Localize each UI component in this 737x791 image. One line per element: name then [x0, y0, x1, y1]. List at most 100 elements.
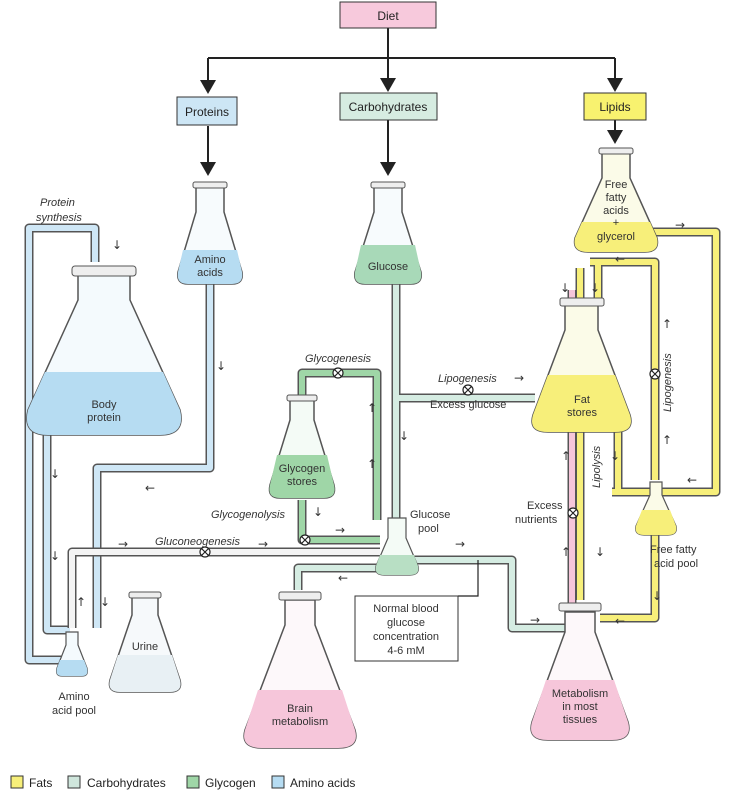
gluconeogenesis-label: Gluconeogenesis [155, 536, 241, 548]
fat-pipes [575, 227, 721, 623]
glycogen-stores-label-1: Glycogen [279, 463, 325, 475]
svg-text:↓: ↓ [652, 589, 662, 603]
fat-stores-label-2: stores [567, 407, 597, 419]
glucose-pool-label-2: pool [418, 523, 439, 535]
svg-text:↑: ↑ [561, 545, 571, 559]
diet-box: Diet [339, 1, 437, 29]
proteins-box: Proteins [176, 96, 238, 126]
glucose-flask: Glucose [353, 181, 423, 285]
carbohydrates-box: Carbohydrates [339, 92, 438, 121]
svg-text:↑: ↑ [662, 433, 672, 447]
process-labels: Protein synthesis Glycogenesis Glycogeno… [36, 197, 674, 548]
excess-nutrients-label-2: nutrients [515, 514, 558, 526]
legend-swatch-carbohydrates [67, 775, 81, 789]
lipolysis-label: Lipolysis [591, 445, 603, 488]
svg-text:←: ← [615, 614, 625, 628]
valve-icons [199, 367, 661, 558]
amino-acid-pool-flask: Amino acid pool [52, 631, 96, 717]
svg-text:↓: ↓ [313, 505, 323, 519]
excess-glucose-label: Excess glucose [430, 399, 506, 411]
svg-text:↓: ↓ [590, 281, 600, 295]
svg-text:↑: ↑ [367, 401, 377, 415]
svg-text:↓: ↓ [560, 281, 570, 295]
svg-text:↑: ↑ [561, 449, 571, 463]
flow-arrows: ↓ ↓ ↓ ↓ ↑ ↓ ← → → ↑ ↑ ↓ ↓ → → ← → ← → ↑ … [50, 218, 697, 628]
amino-acids-label-2: acids [197, 267, 223, 279]
diet-connectors [200, 28, 623, 176]
urine-label: Urine [132, 641, 158, 653]
svg-text:→: → [675, 218, 685, 232]
amino-pool-label-1: Amino [58, 691, 89, 703]
svg-text:←: ← [687, 473, 697, 487]
ffa-label-1: Free [605, 179, 628, 191]
blood-glucose-note: Normal blood glucose concentration 4-6 m… [354, 560, 479, 662]
legend-swatch-glycogen [186, 775, 200, 789]
svg-text:↓: ↓ [595, 545, 605, 559]
svg-text:→: → [530, 613, 540, 627]
ffa-label-4: + [613, 217, 619, 229]
brain-flask: Brain metabolism [243, 591, 357, 749]
protein-synthesis-label-1: Protein [40, 197, 75, 209]
body-protein-label-1: Body [91, 399, 117, 411]
svg-text:←: ← [338, 571, 348, 585]
urine-flask: Urine [108, 591, 182, 693]
note-line-3: concentration [373, 631, 439, 643]
amino-acids-flask: Amino acids [176, 181, 244, 285]
legend: Fats Carbohydrates Glycogen Amino acids [10, 775, 355, 790]
legend-swatch-amino-acids [271, 775, 285, 789]
proteins-label: Proteins [185, 105, 229, 119]
ffa-label-5: glycerol [597, 231, 635, 243]
fat-stores-label-1: Fat [574, 394, 590, 406]
note-line-1: Normal blood [373, 603, 438, 615]
free-fatty-acids-flask: Free fatty acids + glycerol [573, 147, 659, 253]
lipogenesis-vertical-label: Lipogenesis [662, 353, 674, 412]
amino-pool-label-2: acid pool [52, 705, 96, 717]
ffa-pool-label-1: Free fatty [650, 544, 697, 556]
svg-text:←: ← [615, 252, 625, 266]
svg-text:↓: ↓ [216, 359, 226, 373]
note-line-2: glucose [387, 617, 425, 629]
metabolism-tissues-flask: Metabolism in most tissues [530, 602, 630, 741]
glucose-label: Glucose [368, 261, 408, 273]
svg-text:↓: ↓ [610, 449, 620, 463]
legend-swatch-fats [10, 775, 24, 789]
protein-synthesis-label-2: synthesis [36, 212, 82, 224]
amino-acid-pipes [24, 223, 215, 665]
svg-text:↑: ↑ [662, 317, 672, 331]
glucose-pool-flask: Glucose pool [375, 509, 450, 576]
svg-text:↓: ↓ [50, 549, 60, 563]
carbohydrate-pipes [67, 262, 565, 633]
excess-nutrients-label-1: Excess [527, 500, 563, 512]
glycogen-stores-flask: Glycogen stores [268, 394, 336, 499]
ffa-label-2: fatty [606, 192, 627, 204]
diet-label: Diet [377, 9, 399, 23]
svg-text:→: → [514, 371, 524, 385]
legend-label-glycogen: Glycogen [205, 776, 256, 790]
legend-label-amino-acids: Amino acids [290, 776, 355, 790]
lipids-box: Lipids [583, 92, 647, 121]
svg-text:→: → [335, 523, 345, 537]
ffa-pool-label-2: acid pool [654, 558, 698, 570]
lipids-label: Lipids [599, 100, 630, 114]
svg-text:↓: ↓ [100, 595, 110, 609]
glycogen-stores-label-2: stores [287, 476, 317, 488]
svg-text:↓: ↓ [399, 429, 409, 443]
svg-text:↑: ↑ [367, 457, 377, 471]
ffa-pool-flask: Free fatty acid pool [635, 481, 698, 570]
metabolism-label-1: Metabolism [552, 688, 608, 700]
legend-label-fats: Fats [29, 776, 52, 790]
metabolism-label-2: in most [562, 701, 597, 713]
svg-text:↑: ↑ [76, 595, 86, 609]
legend-label-carbohydrates: Carbohydrates [87, 776, 166, 790]
svg-text:→: → [258, 537, 268, 551]
glucose-pool-label-1: Glucose [410, 509, 450, 521]
note-line-4: 4-6 mM [387, 645, 424, 657]
ffa-label-3: acids [603, 205, 629, 217]
svg-text:←: ← [145, 481, 155, 495]
lipogenesis-horizontal-label: Lipogenesis [438, 373, 497, 385]
amino-acids-label-1: Amino [194, 254, 225, 266]
body-protein-flask: Body protein [26, 265, 182, 436]
glycogenesis-label: Glycogenesis [305, 353, 372, 365]
